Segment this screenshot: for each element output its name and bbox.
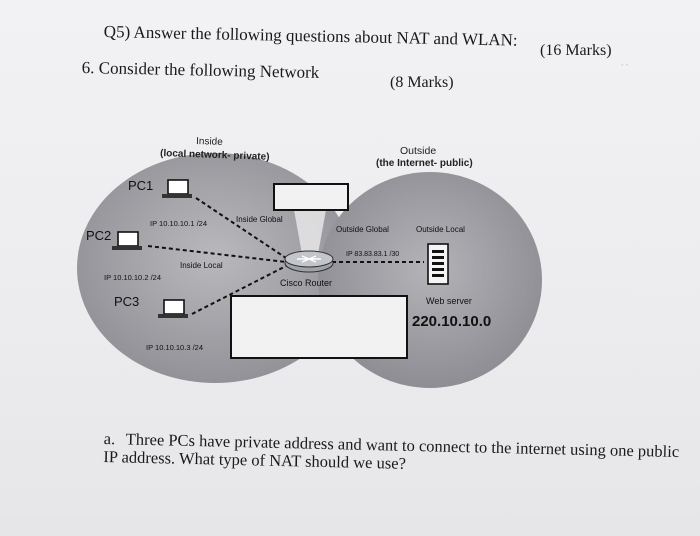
router-icon xyxy=(284,250,334,273)
pc2-laptop-icon xyxy=(112,231,142,250)
inside-local-label: Inside Local xyxy=(180,261,223,270)
item-6-marks: (8 Marks) xyxy=(390,74,454,91)
pc-to-router-links xyxy=(147,197,287,315)
bleed-through-text: ˙˙ xyxy=(620,62,630,77)
router-label: Cisco Router xyxy=(280,278,332,288)
pc3-label: PC3 xyxy=(114,294,139,309)
nat-answer-box-top xyxy=(273,183,349,211)
subquestion-a-label: a. xyxy=(103,429,116,449)
outside-local-label: Outside Local xyxy=(416,225,465,234)
web-server-ip: 220.10.10.0 xyxy=(412,313,491,330)
web-server-icon xyxy=(427,243,449,285)
inside-heading: Inside xyxy=(196,136,223,148)
pc3-laptop-icon xyxy=(158,299,188,318)
pc3-ip: IP 10.10.10.3 /24 xyxy=(146,343,203,352)
web-server-label: Web server xyxy=(426,296,472,306)
outside-subheading: (the Internet- public) xyxy=(376,158,473,169)
outside-heading: Outside xyxy=(400,145,436,157)
router-ip: IP 83.83.83.1 /30 xyxy=(346,251,399,258)
inside-global-label: Inside Global xyxy=(236,215,283,224)
pc2-label: PC2 xyxy=(86,228,111,243)
nat-answer-box-bottom xyxy=(230,295,408,359)
outside-global-label: Outside Global xyxy=(336,225,389,234)
question-marks: (16 Marks) xyxy=(540,42,612,59)
pc1-laptop-icon xyxy=(162,179,192,198)
pc2-ip: IP 10.10.10.2 /24 xyxy=(104,273,161,282)
pc1-ip: IP 10.10.10.1 /24 xyxy=(150,219,207,228)
router-funnel xyxy=(294,210,326,254)
inside-subheading: (local network- private) xyxy=(160,148,270,163)
pc1-label: PC1 xyxy=(128,178,153,193)
